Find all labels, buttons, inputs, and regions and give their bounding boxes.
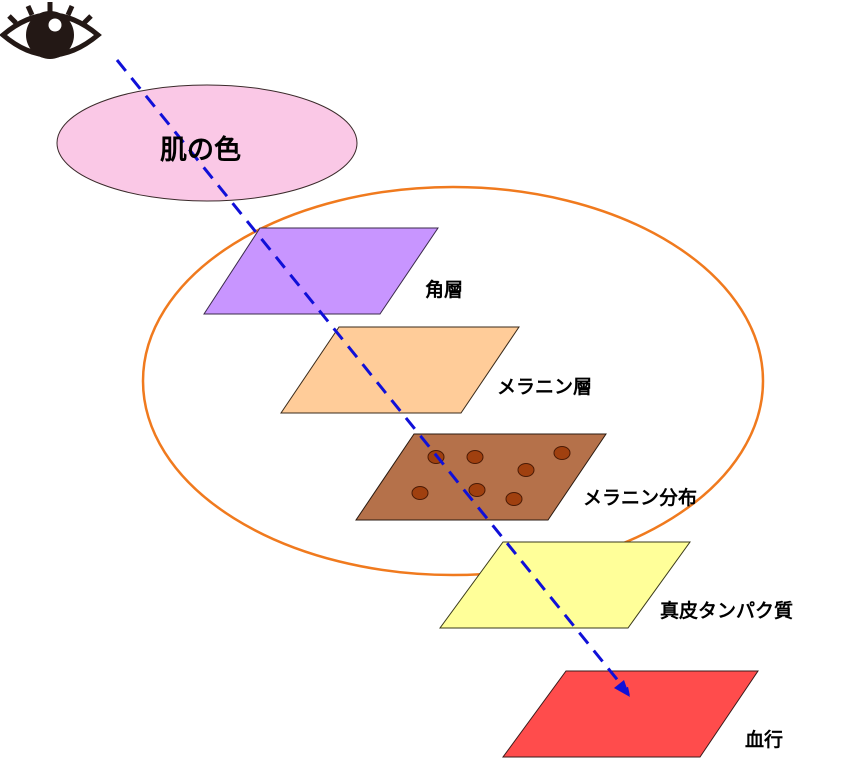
layer-melanin bbox=[280, 326, 520, 414]
layer-dermal-protein bbox=[439, 541, 691, 629]
melanin-dots bbox=[411, 446, 571, 506]
layer-label-dermal-protein: 真皮タンパク質 bbox=[660, 600, 794, 622]
skin-color-ellipse bbox=[56, 84, 358, 202]
eye-icon bbox=[0, 2, 102, 59]
arrow-head-icon bbox=[614, 680, 630, 697]
epidermis-group-ellipse bbox=[141, 185, 765, 577]
layer-melanin-distribution bbox=[355, 433, 607, 521]
layer-blood-flow bbox=[502, 670, 759, 758]
title-label: 肌の色 bbox=[160, 135, 241, 166]
light-path-arrow bbox=[115, 59, 630, 696]
layer-stratum-corneum bbox=[203, 227, 439, 315]
layer-label-blood-flow: 血行 bbox=[745, 729, 784, 751]
layer-label-melanin: メラニン層 bbox=[497, 376, 593, 398]
layer-label-melanin-distribution: メラニン分布 bbox=[583, 487, 698, 509]
layer-label-stratum-corneum: 角層 bbox=[425, 279, 464, 301]
